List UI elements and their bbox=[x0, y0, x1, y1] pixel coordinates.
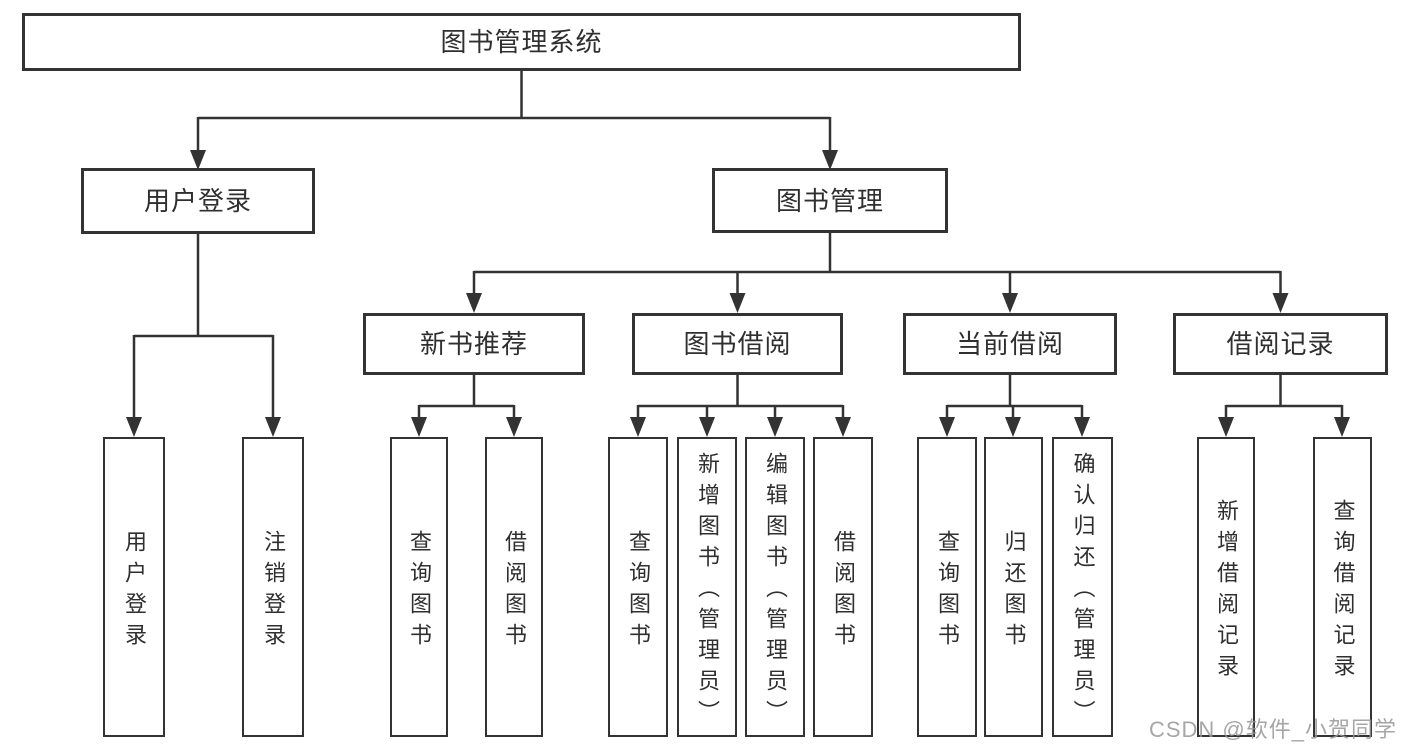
leaf-user-login: 用户登录 bbox=[103, 437, 165, 737]
arrow-user-login bbox=[190, 150, 206, 170]
leaf-confirm-return-admin-label: 确认归还（管理员） bbox=[1070, 452, 1096, 731]
arrow-book-management bbox=[822, 150, 838, 170]
node-borrow-records-label: 借阅记录 bbox=[1226, 329, 1335, 359]
leaf-add-book-admin-label: 新增图书（管理员） bbox=[695, 452, 720, 731]
leaf-return-book: 归还图书 bbox=[984, 437, 1043, 737]
leaf-borrow-books-1-label: 借阅图书 bbox=[502, 529, 527, 654]
leaf-borrow-books-2: 借阅图书 bbox=[813, 437, 873, 737]
arrow-leaf-query-books-1 bbox=[411, 417, 427, 437]
leaf-confirm-return-admin: 确认归还（管理员） bbox=[1052, 437, 1113, 737]
leaf-logout: 注销登录 bbox=[242, 437, 304, 737]
connector-paths bbox=[132, 70, 1344, 419]
arrow-leaf-query-books-2 bbox=[630, 417, 646, 437]
leaf-borrow-books-2-label: 借阅图书 bbox=[831, 529, 856, 654]
leaf-add-borrow-record: 新增借阅记录 bbox=[1197, 437, 1255, 737]
node-book-management: 图书管理 bbox=[712, 168, 948, 233]
leaf-user-login-label: 用户登录 bbox=[122, 529, 147, 654]
arrow-leaf-borrow-books-2 bbox=[835, 417, 851, 437]
node-new-book-recommend-label: 新书推荐 bbox=[419, 329, 528, 359]
leaf-query-borrow-record-label: 查询借阅记录 bbox=[1330, 498, 1356, 685]
leaf-add-book-admin: 新增图书（管理员） bbox=[677, 437, 737, 737]
leaf-return-book-label: 归还图书 bbox=[1001, 529, 1027, 654]
node-book-borrow-label: 图书借阅 bbox=[683, 329, 792, 359]
leaf-borrow-books-1: 借阅图书 bbox=[485, 437, 543, 737]
leaf-query-books-3: 查询图书 bbox=[917, 437, 977, 737]
node-user-login-label: 用户登录 bbox=[143, 186, 252, 216]
arrow-leaf-user-login bbox=[126, 417, 142, 437]
node-current-borrow: 当前借阅 bbox=[903, 313, 1117, 375]
leaf-edit-book-admin: 编辑图书（管理员） bbox=[745, 437, 805, 737]
arrow-leaf-add-book bbox=[699, 417, 715, 437]
node-user-login: 用户登录 bbox=[81, 168, 315, 234]
node-book-borrow: 图书借阅 bbox=[632, 313, 843, 375]
node-borrow-records: 借阅记录 bbox=[1173, 313, 1388, 375]
node-book-management-label: 图书管理 bbox=[775, 185, 884, 216]
arrow-leaf-query-record bbox=[1334, 417, 1350, 437]
arrow-leaf-edit-book bbox=[767, 417, 783, 437]
arrow-current-borrow bbox=[1002, 293, 1018, 313]
leaf-query-books-1-label: 查询图书 bbox=[407, 529, 432, 654]
arrow-leaf-borrow-books-1 bbox=[506, 417, 522, 437]
arrow-leaf-return-book bbox=[1005, 417, 1021, 437]
arrow-leaf-logout bbox=[265, 417, 281, 437]
node-root-label: 图书管理系统 bbox=[440, 27, 603, 57]
node-current-borrow-label: 当前借阅 bbox=[955, 329, 1064, 359]
arrow-leaf-query-books-3 bbox=[939, 417, 955, 437]
node-root-system: 图书管理系统 bbox=[22, 13, 1021, 71]
arrow-leaf-add-record bbox=[1218, 417, 1234, 437]
arrow-leaf-confirm-return bbox=[1074, 417, 1090, 437]
leaf-query-books-3-label: 查询图书 bbox=[935, 529, 960, 654]
leaf-logout-label: 注销登录 bbox=[261, 529, 286, 654]
node-new-book-recommend: 新书推荐 bbox=[363, 313, 585, 375]
arrow-new-book-recommend bbox=[466, 293, 482, 313]
leaf-query-borrow-record: 查询借阅记录 bbox=[1313, 437, 1372, 737]
leaf-query-books-2-label: 查询图书 bbox=[626, 529, 651, 654]
arrow-borrow-records bbox=[1272, 293, 1289, 313]
csdn-watermark: CSDN @软件_小贺同学 bbox=[1148, 717, 1397, 742]
leaf-query-books-2: 查询图书 bbox=[608, 437, 668, 737]
leaf-edit-book-admin-label: 编辑图书（管理员） bbox=[763, 452, 788, 731]
arrow-book-borrow bbox=[729, 293, 746, 313]
arrowheads bbox=[126, 150, 1350, 437]
leaf-add-borrow-record-label: 新增借阅记录 bbox=[1214, 498, 1239, 685]
leaf-query-books-1: 查询图书 bbox=[390, 437, 448, 737]
